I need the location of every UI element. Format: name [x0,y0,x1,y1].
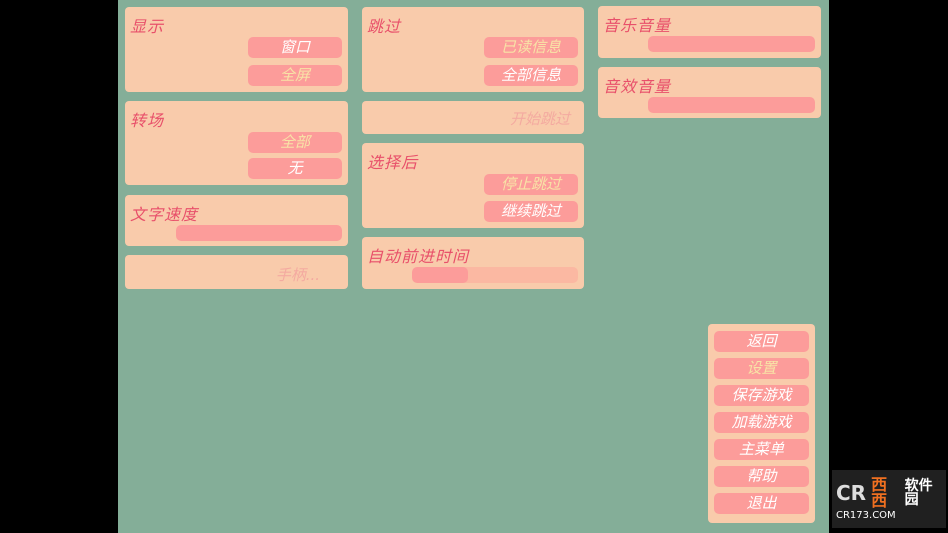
text-speed-slider[interactable] [176,225,342,241]
sound-volume-title: 音效音量 [603,77,672,96]
text-speed-title: 文字速度 [130,205,199,224]
game-menu: 返回 设置 保存游戏 加载游戏 主菜单 帮助 退出 [708,324,815,523]
menu-save-game[interactable]: 保存游戏 [714,385,809,406]
text-speed-fill [176,225,342,241]
menu-settings[interactable]: 设置 [714,358,809,379]
sound-volume-slider[interactable] [648,97,815,113]
begin-skip-panel: 开始跳过 [362,101,584,134]
music-volume-slider[interactable] [648,36,815,52]
auto-forward-slider[interactable] [412,267,578,283]
transition-all-button[interactable]: 全部 [248,132,342,153]
watermark-logo: CR [836,481,867,505]
menu-load-game[interactable]: 加载游戏 [714,412,809,433]
music-volume-title: 音乐音量 [603,16,672,35]
skip-all-button[interactable]: 全部信息 [484,65,578,86]
skip-read-button[interactable]: 已读信息 [484,37,578,58]
menu-help[interactable]: 帮助 [714,466,809,487]
fullscreen-button[interactable]: 全屏 [248,65,342,86]
music-volume-panel: 音乐音量 [598,6,821,58]
transition-none-button[interactable]: 无 [248,158,342,179]
watermark-brand: 西西 [871,475,888,510]
menu-main-menu[interactable]: 主菜单 [714,439,809,460]
watermark-site-name: 软件园 [904,478,933,508]
after-choices-panel: 选择后 停止跳过 继续跳过 [362,143,584,228]
auto-forward-title: 自动前进时间 [367,247,470,266]
display-panel: 显示 窗口 全屏 [125,7,348,92]
sound-volume-fill [648,97,815,113]
auto-forward-panel: 自动前进时间 [362,237,584,289]
gamepad-button[interactable]: 手柄... [275,266,320,284]
watermark-url: CR173.COM [836,510,896,521]
auto-forward-fill [412,267,469,283]
music-volume-fill [648,36,815,52]
begin-skip-button[interactable]: 开始跳过 [509,110,570,128]
transition-panel: 转场 全部 无 [125,101,348,185]
skip-panel: 跳过 已读信息 全部信息 [362,7,584,92]
game-settings-screen: 显示 窗口 全屏 转场 全部 无 文字速度 手柄... 跳过 已读信息 全部信息… [118,0,829,533]
stop-skipping-button[interactable]: 停止跳过 [484,174,578,195]
sound-volume-panel: 音效音量 [598,67,821,118]
display-title: 显示 [130,17,165,36]
menu-quit[interactable]: 退出 [714,493,809,514]
transition-title: 转场 [130,111,165,130]
keep-skipping-button[interactable]: 继续跳过 [484,201,578,222]
after-choices-title: 选择后 [367,153,419,172]
gamepad-panel: 手柄... [125,255,348,289]
skip-title: 跳过 [367,17,402,36]
window-mode-button[interactable]: 窗口 [248,37,342,58]
text-speed-panel: 文字速度 [125,195,348,246]
menu-return[interactable]: 返回 [714,331,809,352]
watermark: CR 西西 软件园 CR173.COM [832,470,946,528]
